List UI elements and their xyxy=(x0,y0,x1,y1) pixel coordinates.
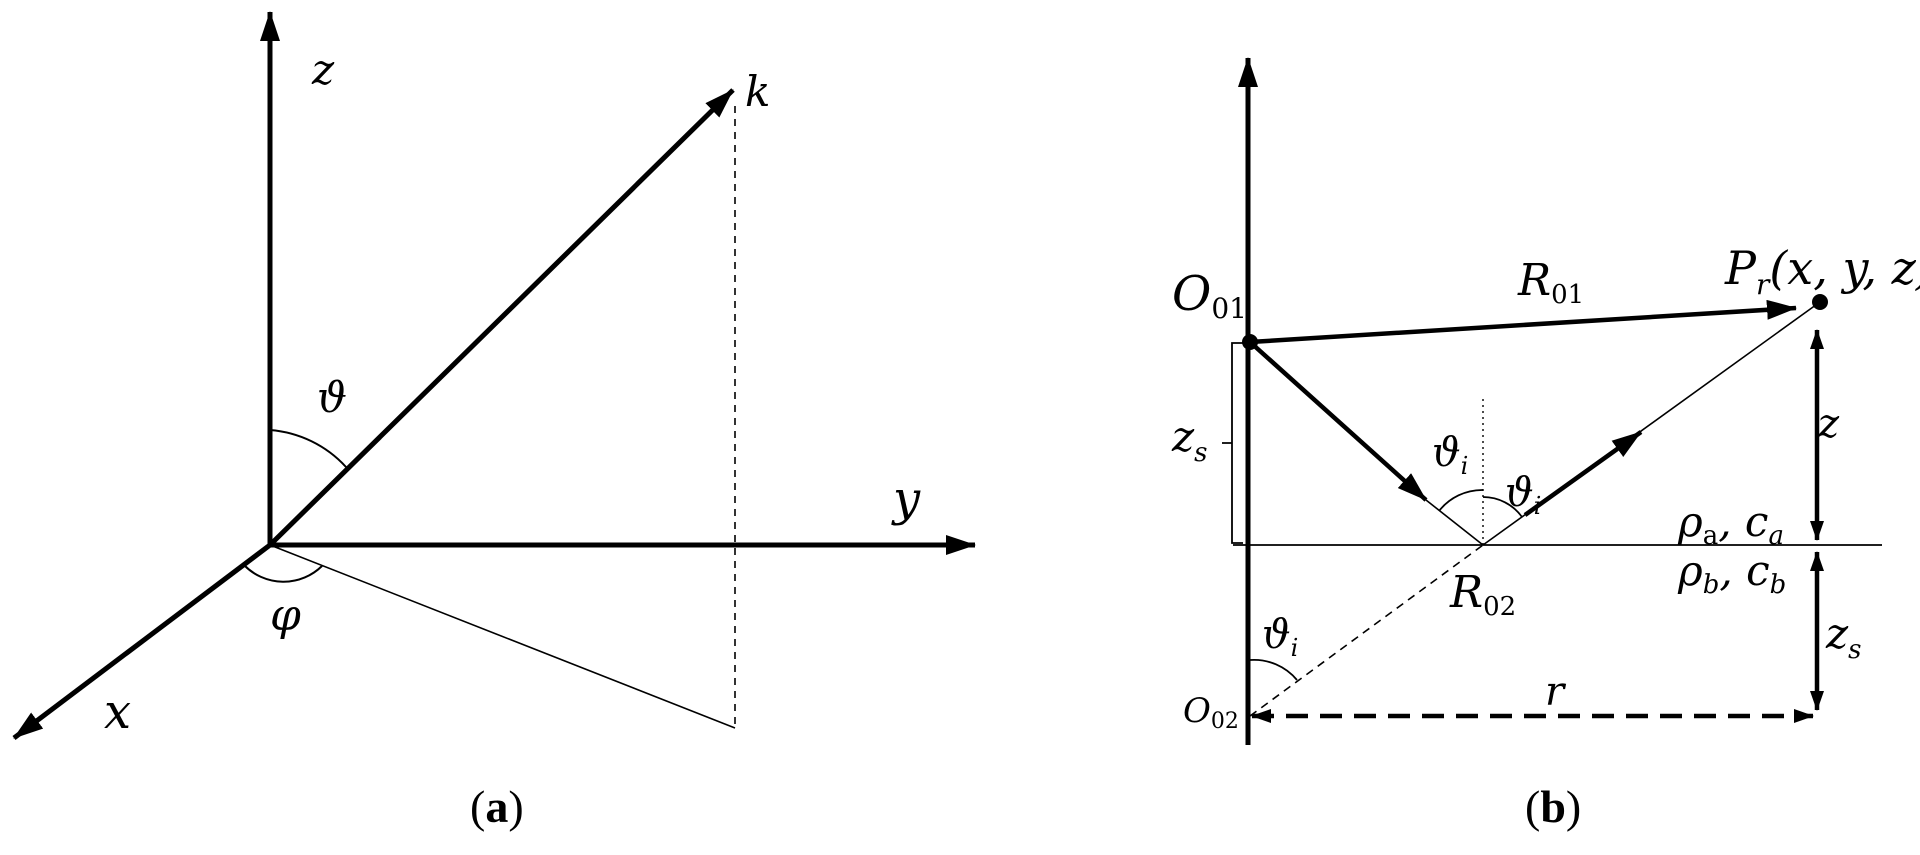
image-source-dashed xyxy=(1249,544,1484,717)
label-z-height: z xyxy=(1817,401,1840,447)
label-R02: R02 xyxy=(1449,567,1516,622)
label-theta-i-left: ϑi xyxy=(1432,430,1468,480)
caption-a: (a) xyxy=(470,781,524,832)
label-R01: R01 xyxy=(1517,255,1584,310)
label-medium-a: ρa, ca xyxy=(1677,497,1784,551)
label-medium-b: ρb, cb xyxy=(1677,546,1786,600)
reflected-ray-arrow xyxy=(1523,430,1643,517)
label-r: r xyxy=(1545,669,1567,715)
theta-arc xyxy=(269,429,347,468)
source-point-O01 xyxy=(1242,334,1258,350)
theta-i-arc-left xyxy=(1438,489,1484,512)
z-axis-label: z xyxy=(311,45,335,94)
label-theta-i-right: ϑi xyxy=(1505,470,1541,520)
x-axis xyxy=(12,543,272,740)
y-axis-label: y xyxy=(891,471,921,527)
label-zs-left: zs xyxy=(1171,412,1207,468)
k-xy-projection xyxy=(269,544,736,729)
zs-bracket xyxy=(1222,342,1243,544)
label-theta-i-bottom: ϑi xyxy=(1262,612,1298,662)
label-receiver: Pr(x, y, z) xyxy=(1724,241,1920,301)
label-O01: O01 xyxy=(1172,266,1247,325)
k-label: k xyxy=(745,67,770,116)
direct-path-R01 xyxy=(1249,299,1797,345)
phi-label: φ xyxy=(270,590,301,641)
x-axis-label: x xyxy=(104,684,131,740)
caption-b: (b) xyxy=(1525,781,1581,832)
theta-i-arc-bottom xyxy=(1249,658,1298,681)
phi-arc xyxy=(243,564,323,583)
incident-ray xyxy=(1248,340,1428,502)
k-vector xyxy=(268,88,735,547)
receiver-point xyxy=(1812,294,1828,310)
theta-label: ϑ xyxy=(317,373,347,422)
panel-a: z k y x ϑ φ (a) xyxy=(12,11,976,832)
label-O02: O02 xyxy=(1183,691,1239,734)
label-zs-right: zs xyxy=(1825,609,1861,665)
theta-i-arc-right xyxy=(1482,496,1523,518)
panel-b: O01 R01 Pr(x, y, z) z zs zs r R02 O02 ϑi… xyxy=(1171,57,1920,832)
incident-ray-thin xyxy=(1425,499,1484,546)
